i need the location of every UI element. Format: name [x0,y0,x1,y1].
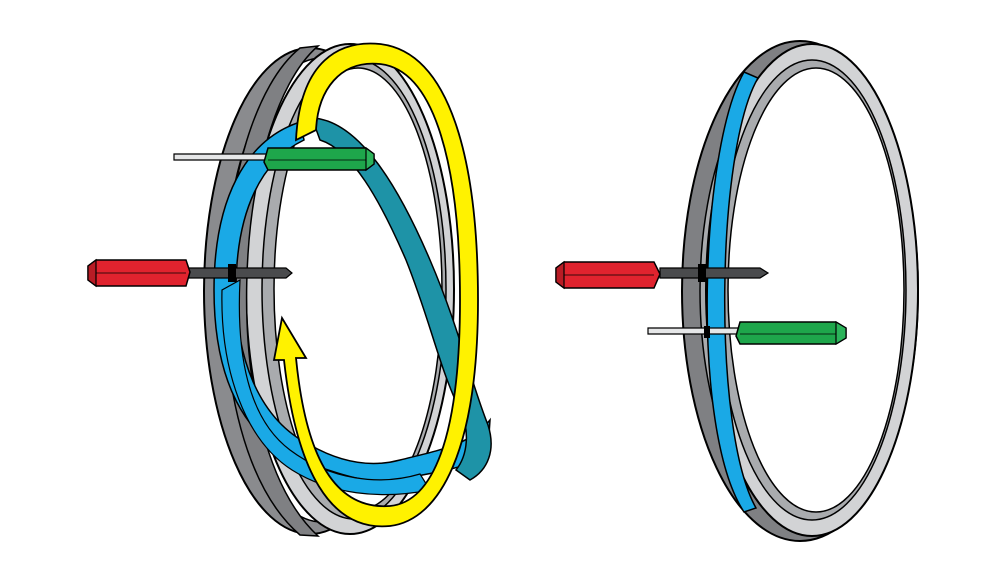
tire-lever-red-left [87,258,293,288]
tire-lever-green-left [173,146,375,172]
right-tire-bead [706,71,760,513]
tire-lever-red-right [555,260,770,290]
right-panel [555,40,919,542]
left-panel [87,42,492,537]
rotation-arrow [272,42,479,528]
right-rim [681,40,919,542]
tire-lever-green-right [647,320,847,346]
